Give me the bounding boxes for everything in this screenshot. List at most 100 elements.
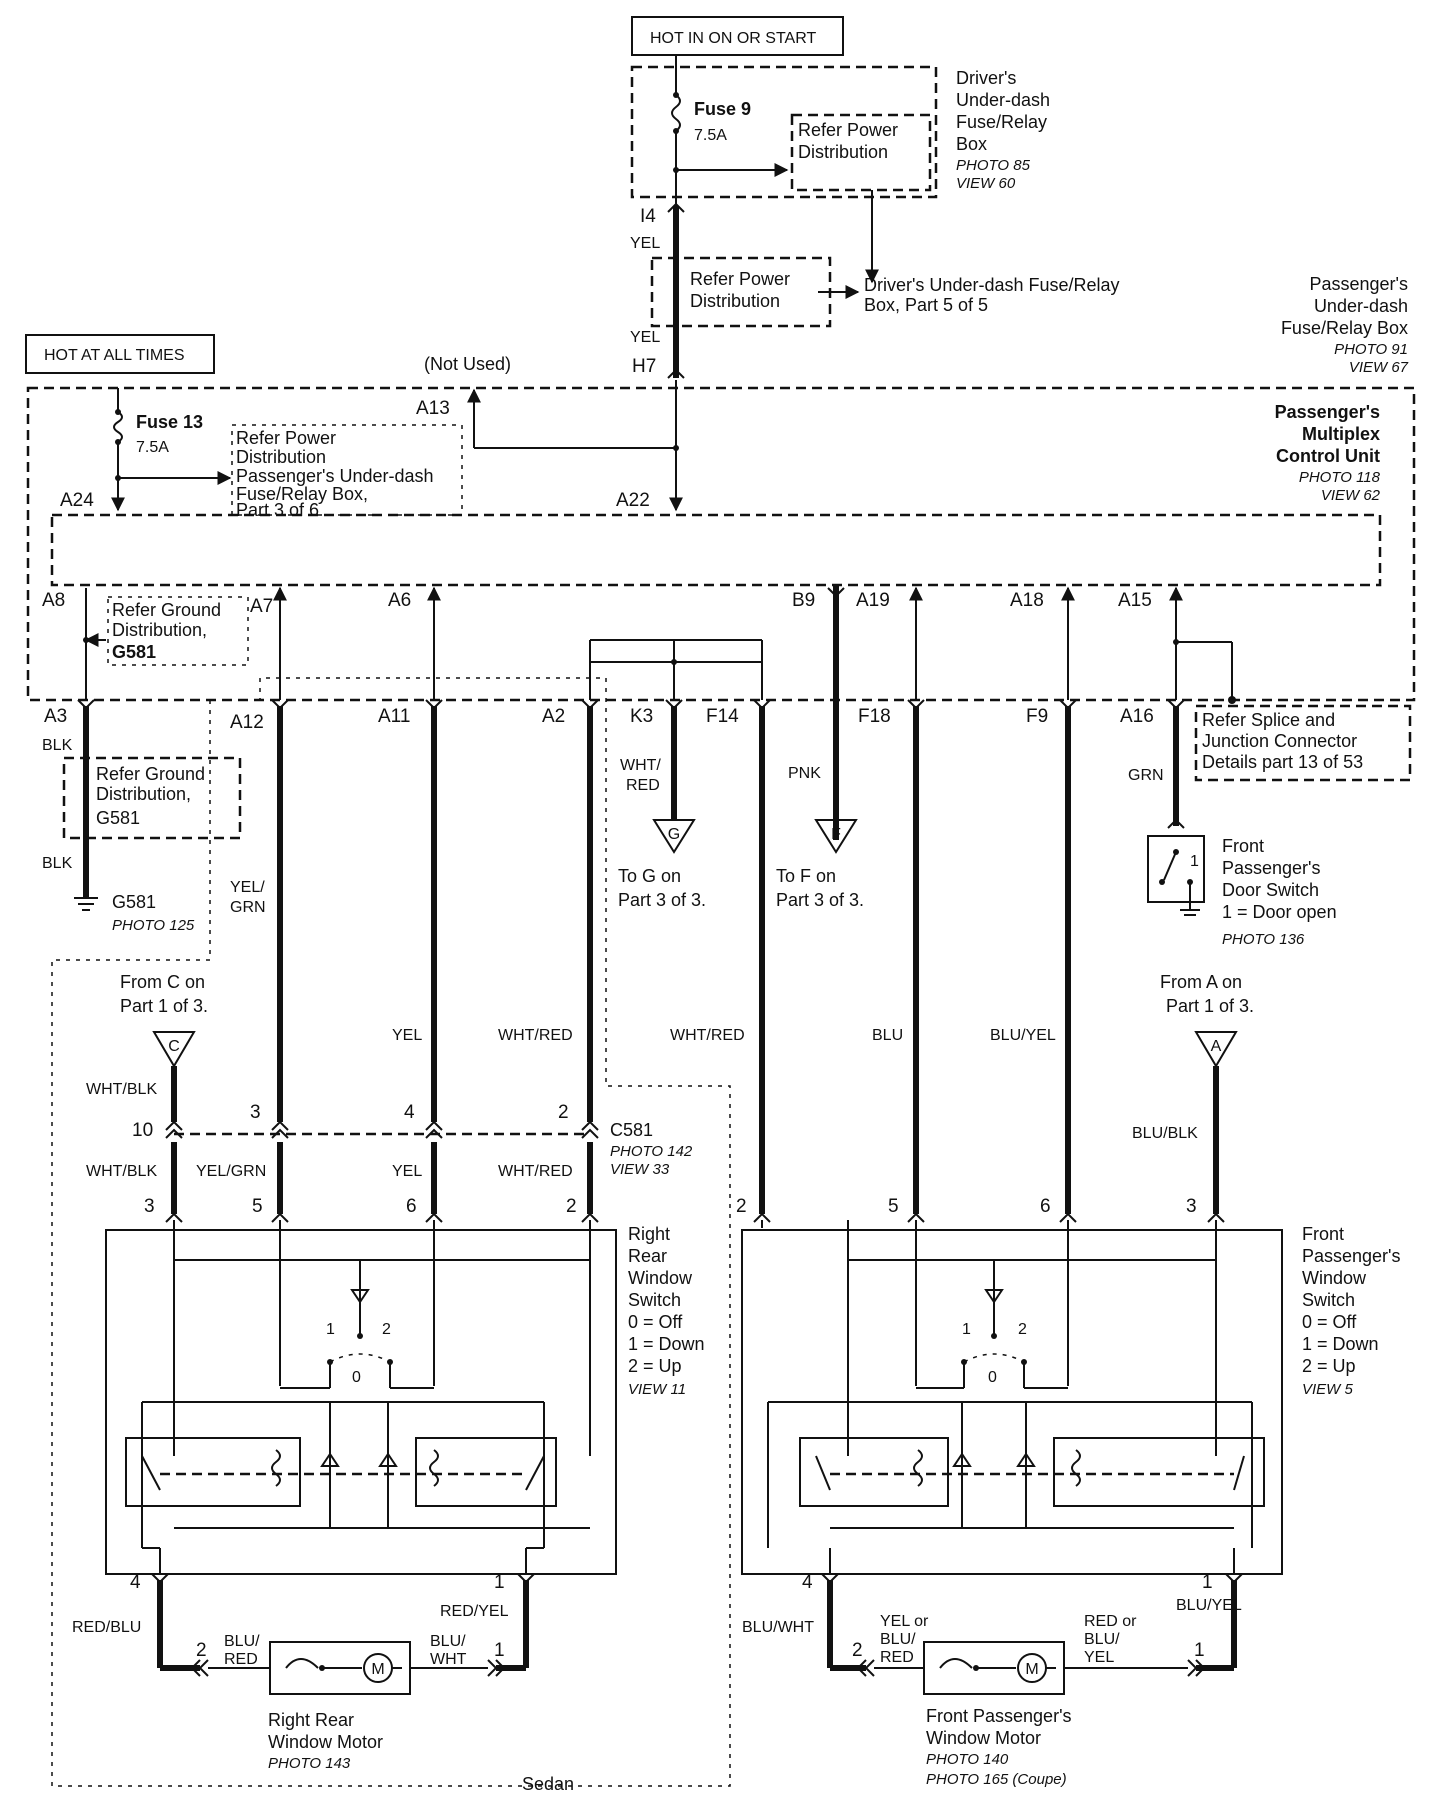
mpcu-photo: PHOTO 118 bbox=[1299, 469, 1381, 486]
c581-label: C581 bbox=[610, 1120, 653, 1140]
pin-a12: A12 bbox=[230, 712, 264, 733]
wire-yelgrn-2: YEL/GRN bbox=[196, 1163, 266, 1180]
c581-pin-10: 10 bbox=[132, 1120, 153, 1141]
fuse13-icon bbox=[113, 411, 123, 443]
connector-g-letter: G bbox=[668, 826, 680, 843]
connector-a-letter: A bbox=[1211, 1038, 1222, 1055]
fp-sw-title-4: Switch bbox=[1302, 1290, 1355, 1310]
wire-yelorblu-3: RED bbox=[880, 1649, 914, 1666]
fp-sw-title-1: Front bbox=[1302, 1224, 1344, 1244]
pin-a22: A22 bbox=[616, 490, 650, 511]
hot-at-all-label: HOT AT ALL TIMES bbox=[44, 347, 185, 364]
drivers-box-title-2: Under-dash bbox=[956, 90, 1050, 110]
rr-motor-box bbox=[269, 1641, 411, 1695]
wire-yelorblu-2: BLU/ bbox=[880, 1631, 916, 1648]
pin-a8: A8 bbox=[42, 590, 65, 611]
wire-blk-1: BLK bbox=[42, 737, 73, 754]
from-c-1: From C on bbox=[120, 972, 205, 992]
wire-blu-label: BLU bbox=[872, 1027, 903, 1044]
fp-motor-title-2: Window Motor bbox=[926, 1728, 1041, 1748]
rs-pin-2: 2 bbox=[566, 1196, 577, 1217]
fs-pin-4: 4 bbox=[802, 1572, 813, 1593]
rr-motor-icon bbox=[285, 1653, 402, 1683]
wire-yel-mid: YEL bbox=[630, 329, 660, 346]
fs-sw-0: 0 bbox=[988, 1369, 997, 1386]
rs-sw-1: 1 bbox=[326, 1321, 335, 1338]
pin-a15: A15 bbox=[1118, 590, 1152, 611]
fs-pin-3: 3 bbox=[1186, 1196, 1197, 1217]
connector-a-icon bbox=[1194, 1031, 1238, 1068]
refer-power-a-1: Refer Power bbox=[798, 120, 898, 140]
fp-sw-title-6: 1 = Down bbox=[1302, 1334, 1379, 1354]
wire-yelgrn-1b: GRN bbox=[230, 899, 266, 916]
rr-switch-internals bbox=[125, 1220, 591, 1574]
connector-f-icon bbox=[814, 819, 858, 854]
mpcu-view: VIEW 62 bbox=[1321, 487, 1381, 504]
splice-ref-3: Details part 13 of 53 bbox=[1202, 752, 1363, 772]
drivers-box-title-4: Box bbox=[956, 134, 987, 154]
wire-yel-a11b: YEL bbox=[392, 1163, 422, 1180]
mpcu-title-2: Multiplex bbox=[1302, 424, 1380, 444]
connector-c-letter: C bbox=[168, 1038, 180, 1055]
from-c-2: Part 1 of 3. bbox=[120, 996, 208, 1016]
refer-power-c-1: Refer Power bbox=[236, 428, 336, 448]
pin-a6: A6 bbox=[388, 590, 411, 611]
from-a-2: Part 1 of 3. bbox=[1166, 996, 1254, 1016]
fp-sw-title-3: Window bbox=[1302, 1268, 1367, 1288]
connector-c-icon bbox=[152, 1031, 196, 1068]
c581-connector bbox=[165, 1120, 599, 1139]
wire-yel-top: YEL bbox=[630, 235, 660, 252]
pin-k3: K3 bbox=[630, 706, 653, 727]
pass-box-title-1: Passenger's bbox=[1310, 274, 1409, 294]
drivers-box-view: VIEW 60 bbox=[956, 175, 1016, 192]
wire-bluyel-f9-label: BLU/YEL bbox=[990, 1027, 1056, 1044]
pin-a18: A18 bbox=[1010, 590, 1044, 611]
pass-box-title-2: Under-dash bbox=[1314, 296, 1408, 316]
wire-yelgrn-1a: YEL/ bbox=[230, 879, 265, 896]
c581-view: VIEW 33 bbox=[610, 1161, 670, 1178]
passengers-control-unit-box bbox=[26, 386, 1416, 702]
ground-ref-bot-2: Distribution, bbox=[96, 784, 191, 804]
rs-sw-2: 2 bbox=[382, 1321, 391, 1338]
wire-blured-1: BLU/ bbox=[224, 1633, 260, 1650]
fp-motor-letter: M bbox=[1025, 1661, 1038, 1678]
wire-bluwht-2: WHT bbox=[430, 1651, 467, 1668]
wire-bluyel-r: BLU/YEL bbox=[1176, 1597, 1242, 1614]
drivers-box-title-1: Driver's bbox=[956, 68, 1016, 88]
rs-pin-3: 3 bbox=[144, 1196, 155, 1217]
hot-at-all-box bbox=[25, 334, 215, 374]
fuse13-label: Fuse 13 bbox=[136, 412, 203, 432]
fp-sw-title-2: Passenger's bbox=[1302, 1246, 1401, 1266]
drivers-fuse-box bbox=[630, 65, 938, 199]
pin-a19: A19 bbox=[856, 590, 890, 611]
fs-pin-1: 1 bbox=[1202, 1572, 1213, 1593]
wire-bluwht-1: BLU/ bbox=[430, 1633, 466, 1650]
wire-whtred-a2-label: WHT/RED bbox=[498, 1027, 573, 1044]
pin-a16: A16 bbox=[1120, 706, 1154, 727]
refer-power-c-4: Fuse/Relay Box, bbox=[236, 484, 368, 504]
splice-ref-1: Refer Splice and bbox=[1202, 710, 1335, 730]
pass-box-view: VIEW 67 bbox=[1349, 359, 1409, 376]
door-switch-box bbox=[1147, 835, 1205, 903]
pin-f14: F14 bbox=[706, 706, 739, 727]
sedan-label: Sedan bbox=[522, 1774, 574, 1794]
to-f-2: Part 3 of 3. bbox=[776, 890, 864, 910]
hot-in-on-box bbox=[631, 16, 844, 56]
rr-sw-title-7: 2 = Up bbox=[628, 1356, 682, 1376]
fp-motor-title-1: Front Passenger's bbox=[926, 1706, 1072, 1726]
fp-motor-icon bbox=[939, 1653, 1056, 1683]
not-used-label: (Not Used) bbox=[424, 354, 511, 374]
control-unit-inner bbox=[50, 513, 1382, 587]
refer-power-a-box bbox=[790, 113, 932, 192]
c581-pin-2: 2 bbox=[558, 1102, 569, 1123]
fs-pin-2: 2 bbox=[736, 1196, 747, 1217]
to-g-2: Part 3 of 3. bbox=[618, 890, 706, 910]
pin-i4: I4 bbox=[640, 206, 656, 227]
connector-f-letter: F bbox=[831, 826, 841, 843]
fs-pin-6: 6 bbox=[1040, 1196, 1051, 1217]
pin-a11: A11 bbox=[378, 706, 410, 727]
pin-b9: B9 bbox=[792, 590, 815, 611]
rr-sw-title-5: 0 = Off bbox=[628, 1312, 683, 1332]
c581-photo: PHOTO 142 bbox=[610, 1143, 693, 1160]
